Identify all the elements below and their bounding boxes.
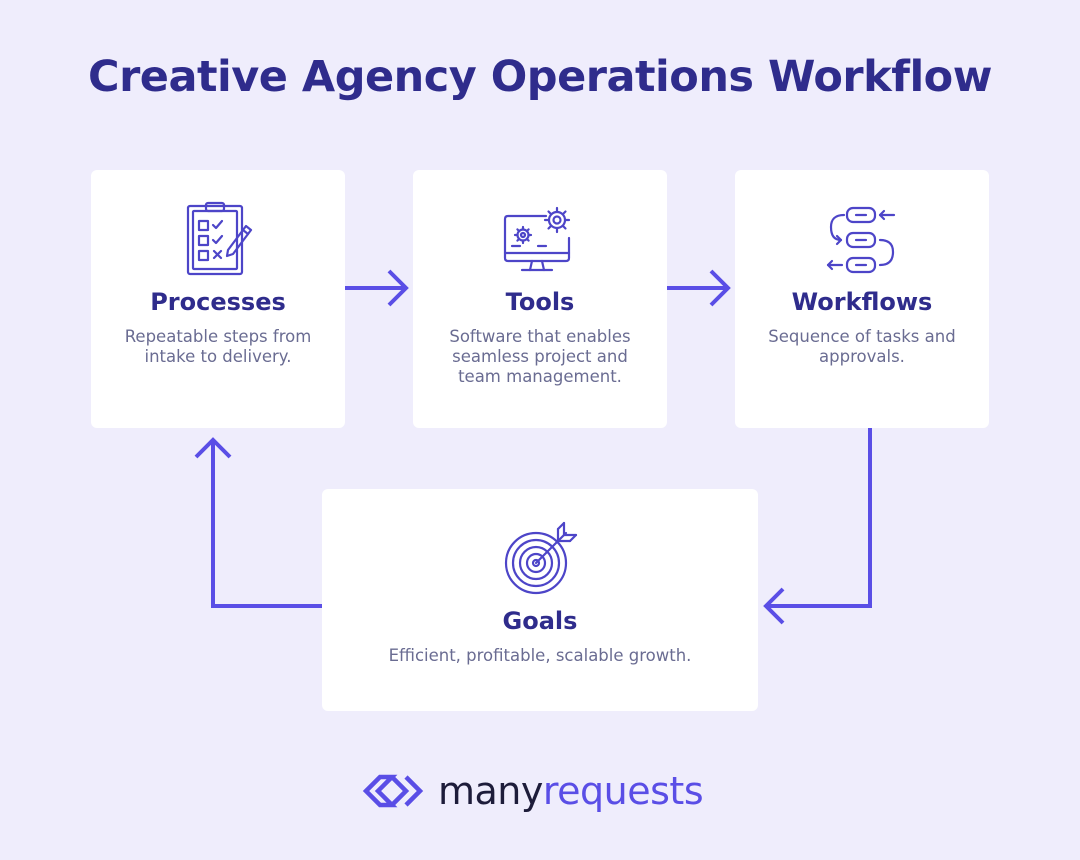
card-description: Efficient, profitable, scalable growth. (388, 646, 692, 665)
card-description: Repeatable steps from intake to delivery… (124, 327, 312, 366)
card-tools: Tools Software that enables seamless pro… (413, 170, 667, 428)
page-title: Creative Agency Operations Workflow (88, 52, 992, 102)
card-description: Sequence of tasks and approvals. (768, 327, 956, 366)
workflow-steps-icon (826, 206, 896, 274)
card-heading: Tools (505, 288, 575, 316)
arrow-workflows-to-goals (763, 428, 872, 625)
chevrons-logo-icon (362, 774, 424, 808)
card-heading: Workflows (791, 288, 933, 316)
card-processes: Processes Repeatable steps from intake t… (91, 170, 345, 428)
arrow-tools-to-workflows (667, 269, 731, 307)
brand-word-many: many (438, 769, 543, 813)
target-arrow-icon (504, 521, 578, 595)
brand-logo: manyrequests (362, 766, 704, 816)
card-heading: Processes (150, 288, 286, 316)
arrow-processes-to-tools (345, 269, 409, 307)
card-description: Software that enables seamless project a… (449, 327, 631, 386)
arrow-goals-to-processes (194, 437, 322, 608)
card-goals: Goals Efficient, profitable, scalable gr… (322, 489, 758, 711)
clipboard-checklist-icon (186, 201, 253, 276)
brand-name: manyrequests (438, 766, 704, 816)
card-heading: Goals (502, 607, 578, 635)
brand-word-requests: requests (542, 769, 704, 813)
monitor-gears-icon (503, 206, 571, 272)
card-workflows: Workflows Sequence of tasks and approval… (735, 170, 989, 428)
